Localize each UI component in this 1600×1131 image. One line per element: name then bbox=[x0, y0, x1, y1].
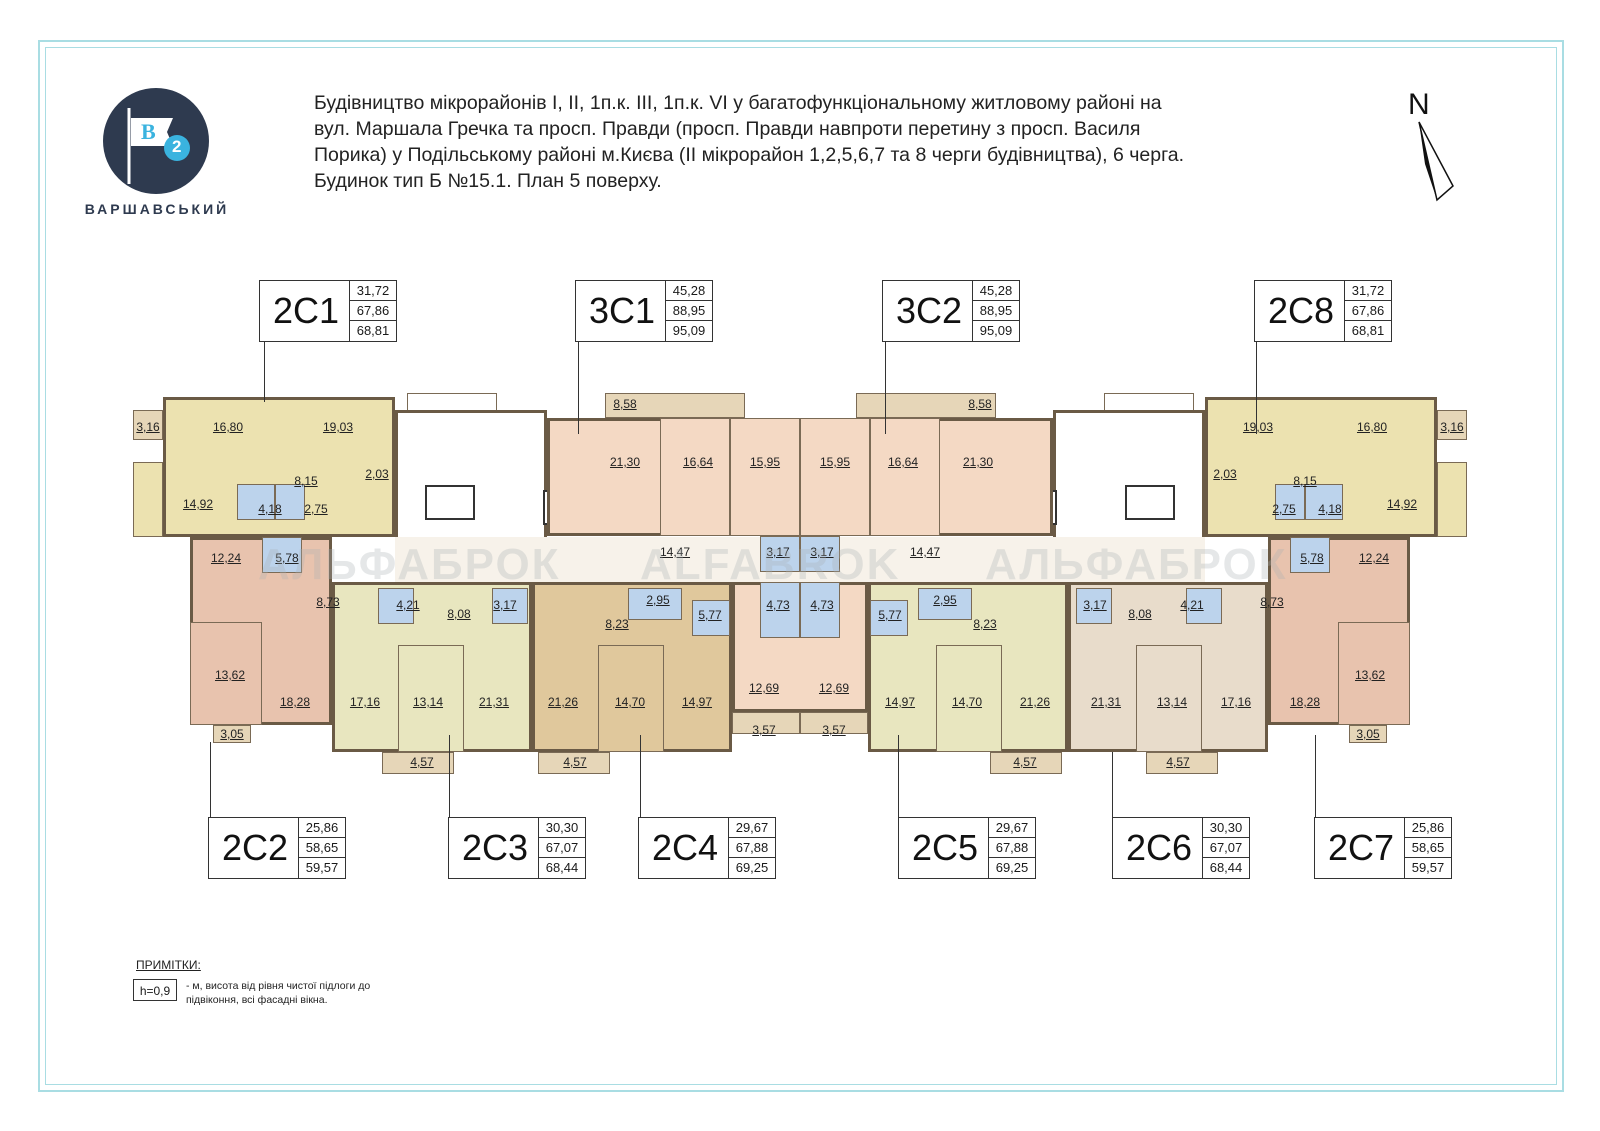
total-area: 67,86 bbox=[1345, 301, 1391, 321]
leader-line bbox=[264, 342, 265, 402]
living-area: 31,72 bbox=[1345, 281, 1391, 301]
leader-line bbox=[640, 735, 641, 817]
north-arrow-icon bbox=[1418, 121, 1454, 202]
apartment-code: 2С3 bbox=[461, 827, 529, 868]
total-area-with-balcony: 69,25 bbox=[735, 860, 769, 875]
apartment-code: 2С4 bbox=[651, 827, 719, 868]
notes-text: - м, висота від рівня чистої підлоги до … bbox=[186, 980, 371, 1006]
title-line: Будинок тип Б №15.1. План 5 поверху. bbox=[314, 170, 662, 192]
living-area: 25,86 bbox=[299, 818, 345, 838]
total-area-with-balcony: 95,09 bbox=[672, 323, 706, 338]
living-area: 31,72 bbox=[350, 281, 396, 301]
total-area-with-balcony: 95,09 bbox=[979, 323, 1013, 338]
logo-letter: B bbox=[141, 119, 156, 144]
apartment-label-2c6: 2С6 30,30 67,07 68,44 bbox=[1112, 817, 1250, 879]
total-area: 67,07 bbox=[539, 838, 585, 858]
living-area: 25,86 bbox=[1405, 818, 1451, 838]
outer-frame bbox=[38, 40, 1564, 1092]
total-area-with-balcony: 68,44 bbox=[545, 860, 579, 875]
total-area-with-balcony: 69,25 bbox=[995, 860, 1029, 875]
total-area: 88,95 bbox=[973, 301, 1019, 321]
total-area: 88,95 bbox=[666, 301, 712, 321]
notes-symbol: h=0,9 bbox=[133, 979, 177, 1001]
logo-number: 2 bbox=[172, 137, 182, 156]
plan-title: Будівництво мікрорайонів І, ІІ, 1п.к. ІІ… bbox=[314, 90, 1394, 194]
apartment-code: 2С8 bbox=[1267, 290, 1335, 331]
north-label: N bbox=[1408, 88, 1430, 121]
total-area-with-balcony: 68,81 bbox=[356, 323, 390, 338]
title-line: вул. Маршала Гречка та просп. Правди (пр… bbox=[314, 118, 1141, 140]
brand-name: ВАРШАВСЬКИЙ bbox=[84, 201, 230, 217]
total-area-with-balcony: 59,57 bbox=[305, 860, 339, 875]
living-area: 45,28 bbox=[973, 281, 1019, 301]
living-area: 30,30 bbox=[1203, 818, 1249, 838]
leader-line bbox=[210, 742, 211, 817]
living-area: 45,28 bbox=[666, 281, 712, 301]
leader-line bbox=[449, 735, 450, 817]
living-area: 30,30 bbox=[539, 818, 585, 838]
total-area: 67,88 bbox=[729, 838, 775, 858]
apartment-label-2c2: 2С2 25,86 58,65 59,57 bbox=[208, 817, 346, 879]
title-line: Будівництво мікрорайонів І, ІІ, 1п.к. ІІ… bbox=[314, 92, 1162, 114]
living-area: 29,67 bbox=[989, 818, 1035, 838]
apartment-label-2c5: 2С5 29,67 67,88 69,25 bbox=[898, 817, 1036, 879]
apartment-code: 2С7 bbox=[1327, 827, 1395, 868]
apartment-label-2c4: 2С4 29,67 67,88 69,25 bbox=[638, 817, 776, 879]
apartment-label-2c3: 2С3 30,30 67,07 68,44 bbox=[448, 817, 586, 879]
total-area-with-balcony: 59,57 bbox=[1411, 860, 1445, 875]
apartment-code: 2С6 bbox=[1125, 827, 1193, 868]
apartment-label-2c1: 2С1 31,72 67,86 68,81 bbox=[259, 280, 397, 342]
leader-line bbox=[1315, 735, 1316, 817]
brand-logo: B 2 bbox=[103, 88, 209, 194]
leader-line bbox=[1256, 342, 1257, 434]
total-area: 67,07 bbox=[1203, 838, 1249, 858]
apartment-code: 2С5 bbox=[911, 827, 979, 868]
flag-icon bbox=[127, 108, 190, 184]
notes-title: ПРИМІТКИ: bbox=[136, 958, 201, 972]
total-area: 58,65 bbox=[299, 838, 345, 858]
apartment-label-2c7: 2С7 25,86 58,65 59,57 bbox=[1314, 817, 1452, 879]
leader-line bbox=[885, 342, 886, 434]
total-area-with-balcony: 68,81 bbox=[1351, 323, 1385, 338]
apartment-code: 2С2 bbox=[221, 827, 289, 868]
apartment-label-3c1: 3С1 45,28 88,95 95,09 bbox=[575, 280, 713, 342]
inner-frame bbox=[45, 47, 1557, 1085]
total-area: 67,88 bbox=[989, 838, 1035, 858]
apartment-code: 3С2 bbox=[895, 290, 963, 331]
title-line: Порика) у Подільському районі м.Києва (І… bbox=[314, 144, 1185, 166]
leader-line bbox=[898, 735, 899, 817]
apartment-code: 3С1 bbox=[588, 290, 656, 331]
leader-line bbox=[1112, 752, 1113, 817]
apartment-label-3c2: 3С2 45,28 88,95 95,09 bbox=[882, 280, 1020, 342]
total-area: 58,65 bbox=[1405, 838, 1451, 858]
total-area-with-balcony: 68,44 bbox=[1209, 860, 1243, 875]
leader-line bbox=[578, 342, 579, 434]
living-area: 29,67 bbox=[729, 818, 775, 838]
total-area: 67,86 bbox=[350, 301, 396, 321]
apartment-code: 2С1 bbox=[272, 290, 340, 331]
apartment-label-2c8: 2С8 31,72 67,86 68,81 bbox=[1254, 280, 1392, 342]
